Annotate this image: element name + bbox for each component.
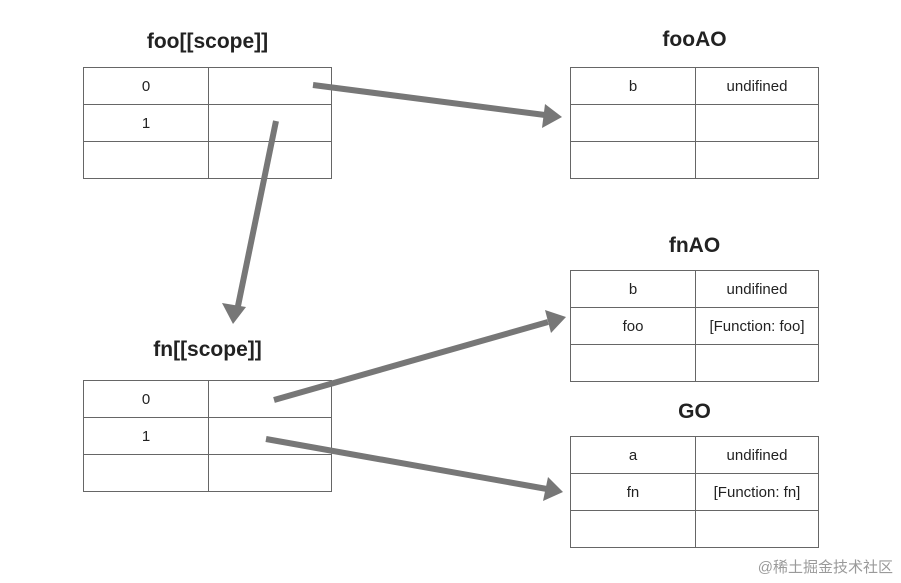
table-row: 0 bbox=[83, 380, 332, 418]
fn-scope-key-0: 0 bbox=[83, 380, 209, 418]
table-row bbox=[570, 104, 819, 142]
GO-key-1: fn bbox=[570, 473, 696, 511]
table-row bbox=[570, 141, 819, 179]
fnAO-value-0: undifined bbox=[695, 270, 819, 308]
fnAO-table: b undifined foo [Function: foo] bbox=[570, 270, 819, 382]
fooAO-table: b undifined bbox=[570, 67, 819, 179]
foo-scope-title: foo[[scope]] bbox=[146, 30, 269, 53]
fn-scope-table: 0 1 bbox=[83, 380, 332, 492]
GO-key-2 bbox=[570, 510, 696, 548]
fn-scope-title: fn[[scope]] bbox=[153, 338, 262, 361]
arrowhead-fooAO bbox=[542, 104, 562, 128]
table-row bbox=[83, 454, 332, 492]
fooAO-value-2 bbox=[695, 141, 819, 179]
fnAO-key-2 bbox=[570, 344, 696, 382]
fn-scope-value-1 bbox=[208, 417, 332, 455]
watermark-text: @稀土掘金技术社区 bbox=[757, 559, 893, 576]
fooAO-value-1 bbox=[695, 104, 819, 142]
fn-scope-key-1: 1 bbox=[83, 417, 209, 455]
fn-scope-value-2 bbox=[208, 454, 332, 492]
arrowhead-fnAO bbox=[545, 310, 566, 333]
foo-scope-value-2 bbox=[208, 141, 332, 179]
fnAO-value-2 bbox=[695, 344, 819, 382]
GO-key-0: a bbox=[570, 436, 696, 474]
arrowhead-fn-scope bbox=[222, 303, 246, 324]
fnAO-key-0: b bbox=[570, 270, 696, 308]
foo-scope-key-1: 1 bbox=[83, 104, 209, 142]
foo-scope-key-0: 0 bbox=[83, 67, 209, 105]
GO-table: a undifined fn [Function: fn] bbox=[570, 436, 819, 548]
foo-scope-value-0 bbox=[208, 67, 332, 105]
table-row bbox=[83, 141, 332, 179]
table-row: fn [Function: fn] bbox=[570, 473, 819, 511]
table-row: 1 bbox=[83, 104, 332, 142]
fn-scope-value-0 bbox=[208, 380, 332, 418]
table-row: b undifined bbox=[570, 67, 819, 105]
table-row: a undifined bbox=[570, 436, 819, 474]
foo-scope-key-2 bbox=[83, 141, 209, 179]
foo-scope-value-1 bbox=[208, 104, 332, 142]
fooAO-value-0: undifined bbox=[695, 67, 819, 105]
table-row: foo [Function: foo] bbox=[570, 307, 819, 345]
arrow-foo-scope-0-to-fooAO bbox=[312, 82, 546, 118]
fooAO-key-0: b bbox=[570, 67, 696, 105]
GO-value-0: undifined bbox=[695, 436, 819, 474]
table-row: 1 bbox=[83, 417, 332, 455]
fooAO-key-1 bbox=[570, 104, 696, 142]
table-row bbox=[570, 344, 819, 382]
table-row: b undifined bbox=[570, 270, 819, 308]
foo-scope-table: 0 1 bbox=[83, 67, 332, 179]
fooAO-key-2 bbox=[570, 141, 696, 179]
GO-title: GO bbox=[678, 400, 711, 423]
fnAO-key-1: foo bbox=[570, 307, 696, 345]
GO-value-1: [Function: fn] bbox=[695, 473, 819, 511]
table-row bbox=[570, 510, 819, 548]
table-row: 0 bbox=[83, 67, 332, 105]
fnAO-title: fnAO bbox=[668, 234, 721, 257]
fn-scope-key-2 bbox=[83, 454, 209, 492]
fooAO-title: fooAO bbox=[662, 28, 727, 51]
fnAO-value-1: [Function: foo] bbox=[695, 307, 819, 345]
GO-value-2 bbox=[695, 510, 819, 548]
arrowhead-GO bbox=[543, 477, 563, 501]
